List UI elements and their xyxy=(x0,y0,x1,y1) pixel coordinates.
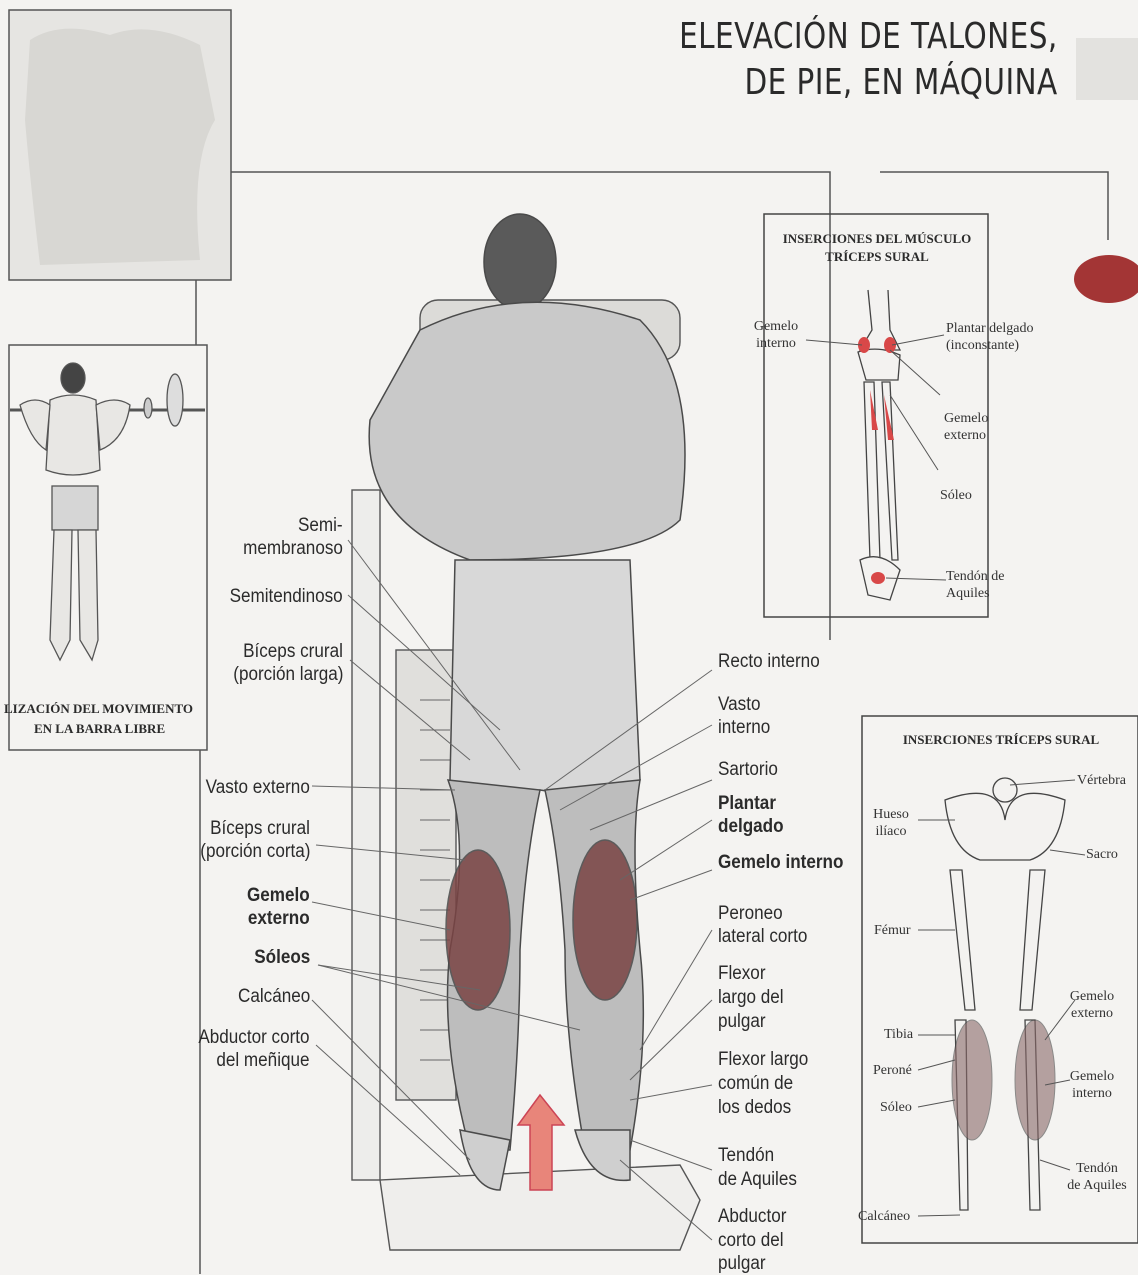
label-gemelo-interno: Gemelo interno xyxy=(718,851,843,874)
inset-bottom-calcaneo: Calcáneo xyxy=(858,1208,910,1225)
label-biceps-largo-2: (porción larga) xyxy=(233,663,343,686)
calf-muscles-bottom xyxy=(952,1020,1055,1140)
inset-top-tendon-1: Tendón de xyxy=(946,568,1005,585)
leg-bones-top xyxy=(858,290,900,600)
inset-bottom-vertebra: Vértebra xyxy=(1077,772,1126,789)
label-flexor-pulgar-1: Flexor xyxy=(718,962,766,985)
label-biceps-corto-2: (porción corta) xyxy=(200,840,310,863)
variation-caption-line-2: EN LA BARRA LIBRE xyxy=(34,720,165,737)
label-abductor-pulgar-3: pulgar xyxy=(718,1252,766,1275)
inset-top-tendon-2: Aquiles xyxy=(946,585,990,602)
label-calcaneo: Calcáneo xyxy=(238,985,310,1008)
inset-bottom-hueso-1: Hueso xyxy=(866,806,916,823)
inset-bottom-hueso-2: ilíaco xyxy=(866,823,916,840)
label-gemelo-externo-2: externo xyxy=(248,907,310,930)
variation-caption-line-1: LIZACIÓN DEL MOVIMIENTO xyxy=(4,700,193,717)
label-flexor-pulgar-2: largo del xyxy=(718,986,784,1009)
label-flexor-dedos-3: los dedos xyxy=(718,1096,791,1119)
inset-bottom-gemelo-externo-2: externo xyxy=(1064,1005,1120,1022)
label-flexor-pulgar-3: pulgar xyxy=(718,1010,766,1033)
inset-bottom-perone: Peroné xyxy=(873,1062,912,1079)
label-vasto-interno-1: Vasto xyxy=(718,693,760,716)
inset-bottom-sacro: Sacro xyxy=(1086,846,1118,863)
label-vasto-interno-2: interno xyxy=(718,716,770,739)
label-biceps-largo-1: Bíceps crural xyxy=(243,640,343,663)
label-recto-interno: Recto interno xyxy=(718,650,820,673)
inset-bottom-tibia: Tibia xyxy=(884,1026,913,1043)
inset-bottom-tendon-2: de Aquiles xyxy=(1062,1177,1132,1194)
inset-top-title-1: INSERCIONES DEL MÚSCULO xyxy=(766,230,988,247)
inset-bottom-femur: Fémur xyxy=(874,922,911,939)
barbell-figure xyxy=(10,363,205,660)
label-sartorio: Sartorio xyxy=(718,758,778,781)
label-soleos: Sóleos xyxy=(254,946,310,969)
inset-top-plantar-1: Plantar delgado xyxy=(946,320,1033,337)
inset-top-gemelo-interno-2: interno xyxy=(746,335,806,352)
inset-bottom-gemelo-externo-1: Gemelo xyxy=(1064,988,1120,1005)
label-peroneo-1: Peroneo xyxy=(718,902,783,925)
label-semitendinoso: Semitendinoso xyxy=(230,585,343,608)
label-vasto-externo: Vasto externo xyxy=(206,776,310,799)
label-abductor-pulgar-1: Abductor xyxy=(718,1205,786,1228)
inset-top-soleo: Sóleo xyxy=(940,487,972,504)
inset-bottom-tendon-1: Tendón xyxy=(1062,1160,1132,1177)
skeleton-bottom xyxy=(945,778,1065,1210)
label-plantar-2: delgado xyxy=(718,815,784,838)
label-abductor-menique-1: Abductor corto xyxy=(199,1026,310,1049)
label-abductor-pulgar-2: corto del xyxy=(718,1229,784,1252)
inset-bottom-gemelo-interno-2: interno xyxy=(1064,1085,1120,1102)
label-semimembranoso-2: membranoso xyxy=(243,537,343,560)
label-biceps-corto-1: Bíceps crural xyxy=(210,817,310,840)
inset-top-gemelo-externo-2: externo xyxy=(944,427,986,444)
inset-bottom-title: INSERCIONES TRÍCEPS SURAL xyxy=(864,731,1138,748)
inset-bottom-gemelo-interno-1: Gemelo xyxy=(1064,1068,1120,1085)
inset-top-plantar-2: (inconstante) xyxy=(946,337,1019,354)
label-peroneo-2: lateral corto xyxy=(718,925,807,948)
inset-top-title-2: TRÍCEPS SURAL xyxy=(766,248,988,265)
label-flexor-dedos-1: Flexor largo xyxy=(718,1048,808,1071)
label-abductor-menique-2: del meñique xyxy=(217,1049,310,1072)
inset-top-gemelo-interno-1: Gemelo xyxy=(746,318,806,335)
label-tendon-1: Tendón xyxy=(718,1144,774,1167)
inset-bottom-soleo: Sóleo xyxy=(880,1099,912,1116)
label-plantar-1: Plantar xyxy=(718,792,776,815)
label-tendon-2: de Aquiles xyxy=(718,1168,797,1191)
photo-silhouette xyxy=(25,29,215,265)
inset-top-gemelo-externo-1: Gemelo xyxy=(944,410,988,427)
label-gemelo-externo-1: Gemelo xyxy=(247,884,310,907)
label-semimembranoso-1: Semi- xyxy=(298,514,343,537)
label-flexor-dedos-2: común de xyxy=(718,1072,793,1095)
